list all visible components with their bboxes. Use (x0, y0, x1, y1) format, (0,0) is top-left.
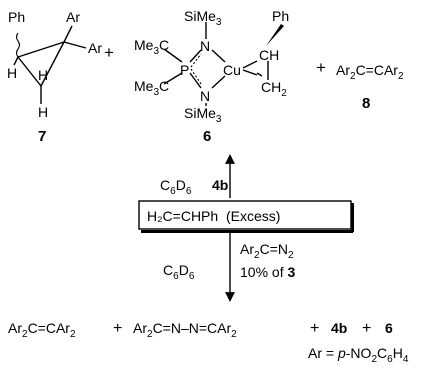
styrene-excess-label: H₂C=CHPh (Excess) (147, 208, 280, 224)
bond-ar-top (63, 25, 73, 43)
bond-n-cu-bottom (211, 75, 226, 89)
pi-bond-mark-1 (256, 72, 263, 77)
plus-sign: + (362, 320, 371, 337)
plus-sign: + (104, 43, 114, 62)
product-4b: 4b (331, 320, 347, 336)
sime3-bottom-label: SiMe3 (184, 105, 222, 125)
bond-p-n-top (189, 49, 202, 63)
h-bottom-label: H (38, 104, 48, 120)
cu-label: Cu (223, 62, 241, 78)
ring-bond-top (17, 41, 65, 58)
catalyst-label: 10% of 3 (240, 264, 295, 280)
product-azine: Ar2C=N–N=CAr2 (133, 320, 237, 340)
compound-8-label: 8 (362, 95, 370, 112)
product-6: 6 (385, 320, 393, 336)
bond-p-n-bottom (189, 72, 202, 89)
plus-sign: + (310, 320, 319, 337)
reagent-4b-label: 4b (212, 177, 228, 193)
solvent-label: C6D6 (160, 177, 192, 197)
bond-cu-ch (242, 60, 258, 69)
compound-8: Ar2C=CAr2 8 (336, 62, 404, 112)
bond-ar-bottom (63, 41, 87, 49)
box-frame (138, 200, 352, 230)
plus-sign: + (316, 58, 326, 77)
wedge-bond-ph (266, 24, 284, 46)
plus-sign: + (113, 320, 122, 337)
arrow-up-group: C6D6 4b (160, 154, 235, 198)
aryl-definition: Ar = p-NO2C6H4 (308, 345, 409, 365)
compound-7-label: 7 (38, 128, 46, 145)
compound-6: SiMe3 Me3C Me3C P N N Cu Ph CH CH2 SiMe3… (134, 8, 289, 145)
compound-6-label: 6 (203, 128, 211, 145)
ch2-label: CH2 (261, 79, 287, 99)
ch-label: CH (259, 47, 279, 63)
ring-bond-left (17, 56, 42, 87)
product-ethylene: Ar2C=CAr2 (8, 320, 76, 340)
bond-me3c-p-bottom (163, 72, 183, 85)
ar-top-label: Ar (66, 9, 80, 25)
ph-label: Ph (272, 8, 289, 24)
n-bottom-label: N (200, 88, 210, 104)
bond-h-left (13, 56, 19, 66)
bond-me3c-p-top (163, 48, 183, 63)
h-mid-label: H (38, 67, 48, 83)
n-top-label: N (200, 38, 210, 54)
ring-bond-right (40, 41, 65, 87)
products-line: Ar2C=CAr2 + Ar2C=N–N=CAr2 + 4b + 6 (8, 320, 393, 340)
me3c-top-label: Me3C (134, 37, 169, 57)
arrow-down-group: Ar2C=N2 C6D6 10% of 3 (163, 232, 295, 302)
ar-bottom-label: Ar (88, 40, 102, 56)
compound-7: Ph Ar Ar H H H 7 (7, 9, 102, 145)
sime3-top-label: SiMe3 (184, 8, 222, 28)
tetraarylethylene-label: Ar2C=CAr2 (336, 62, 404, 82)
diazo-label: Ar2C=N2 (240, 241, 294, 261)
bond-cu-alkene (242, 69, 258, 76)
delocalized-bond-top (190, 53, 202, 68)
h-left-label: H (7, 65, 17, 81)
solvent-label: C6D6 (163, 262, 195, 282)
bond-n-cu-top (211, 49, 226, 63)
me3c-bottom-label: Me3C (134, 78, 169, 98)
ph-label: Ph (8, 9, 25, 25)
p-label: P (180, 62, 189, 78)
styrene-box: H₂C=CHPh (Excess) (138, 200, 354, 233)
delocalized-bond-bottom (190, 68, 202, 85)
wavy-bond (15, 32, 21, 58)
